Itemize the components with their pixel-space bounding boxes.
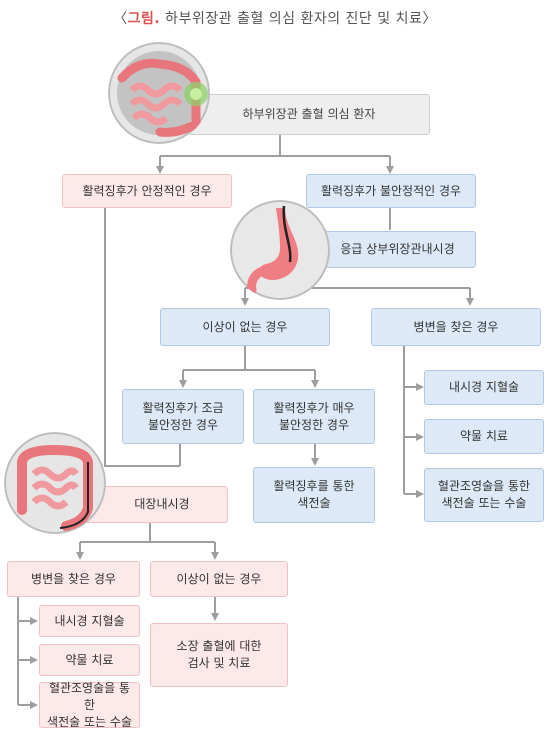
figure-title: 〈그림. 하부위장관 출혈 의심 환자의 진단 및 치료〉 xyxy=(0,8,550,28)
node-root: 하부위장관 출혈 의심 환자 xyxy=(188,94,430,135)
node-slightly-unstable: 활력징후가 조금 불안정한 경우 xyxy=(122,389,244,444)
node-lesion-found-lower: 병변을 찾은 경우 xyxy=(7,561,140,597)
intestine-illustration xyxy=(108,42,210,144)
node-drug-lower: 약물 치료 xyxy=(39,644,140,676)
node-no-abnormality-upper: 이상이 없는 경우 xyxy=(160,308,330,346)
node-transfusion: 활력징후를 통한 색전술 xyxy=(253,467,375,523)
node-endo-hemostasis-upper: 내시경 지혈술 xyxy=(424,370,544,405)
title-text: 하부위장관 출혈 의심 환자의 진단 및 치료 xyxy=(160,11,423,27)
node-angio-lower: 혈관조영술을 통한 색전술 또는 수술 xyxy=(39,681,140,729)
node-drug-upper: 약물 치료 xyxy=(424,419,544,454)
stomach-illustration xyxy=(230,200,330,300)
node-angio-upper: 혈관조영술을 통한 색전술 또는 수술 xyxy=(424,468,544,522)
node-stable: 활력징후가 안정적인 경우 xyxy=(62,174,232,208)
title-bracket-open: 〈 xyxy=(113,11,128,27)
title-prefix: 그림. xyxy=(127,11,161,27)
node-very-unstable: 활력징후가 매우 불안정한 경우 xyxy=(253,389,375,444)
node-lesion-found-upper: 병변을 찾은 경우 xyxy=(371,308,541,346)
node-endo-hemostasis-lower: 내시경 지혈술 xyxy=(39,605,140,637)
node-no-abnormality-lower: 이상이 없는 경우 xyxy=(150,561,288,597)
node-small-bowel: 소장 출혈에 대한 검사 및 치료 xyxy=(150,623,288,687)
title-bracket-close: 〉 xyxy=(422,11,437,27)
colon-illustration xyxy=(4,432,106,534)
node-unstable: 활력징후가 불안정적인 경우 xyxy=(306,174,476,208)
